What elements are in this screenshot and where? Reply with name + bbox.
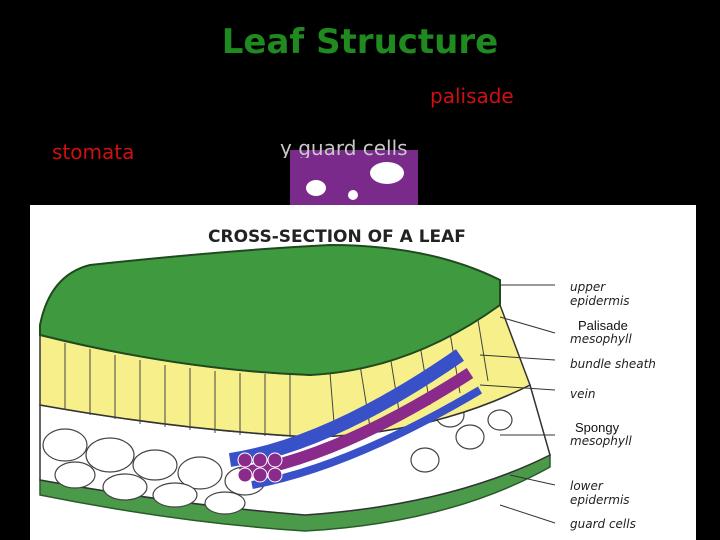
guard-cells-clipped-text: y guard cells xyxy=(280,136,408,158)
purple-image-fragment xyxy=(290,150,418,210)
spongy-overlay-label: Spongy xyxy=(575,420,620,435)
leaf-cross-section-panel: CROSS-SECTION OF A LEAF xyxy=(30,205,696,540)
leader-lines xyxy=(479,284,556,524)
lower-label-line1: lower xyxy=(570,479,603,493)
bundle-sheath-label: bundle sheath xyxy=(570,357,656,371)
upper-label-line1: upper xyxy=(570,280,606,294)
mesophyll-label-2: mesophyll xyxy=(570,434,632,448)
leaf-cross-section-diagram: CROSS-SECTION OF A LEAF xyxy=(39,227,556,532)
palisade-overlay-label: Palisade xyxy=(578,318,628,333)
slide-title: Leaf Structure xyxy=(221,22,499,62)
mesophyll-label-1: mesophyll xyxy=(570,332,632,346)
vein-bundle xyxy=(228,349,483,489)
vein-label: vein xyxy=(570,387,596,401)
stomata-label: stomata xyxy=(52,140,135,164)
diagram-heading: CROSS-SECTION OF A LEAF xyxy=(208,227,466,247)
palisade-label: palisade xyxy=(430,84,514,108)
guard-cells-label: guard cells xyxy=(570,517,636,531)
lower-label-line2: epidermis xyxy=(570,493,630,507)
upper-epidermis-label: upper epidermis xyxy=(570,280,630,308)
lower-epidermis-label: lower epidermis xyxy=(570,479,630,507)
upper-epidermis-layer xyxy=(39,243,501,377)
upper-label-line2: epidermis xyxy=(570,294,630,308)
